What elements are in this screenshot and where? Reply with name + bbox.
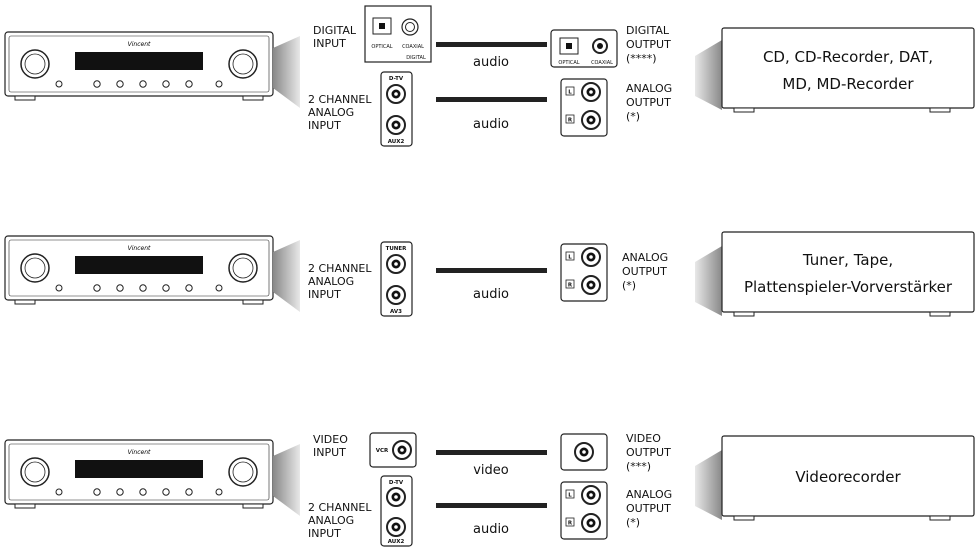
- svg-text:D-TV: D-TV: [389, 76, 404, 82]
- input-label: DIGITAL INPUT: [313, 24, 360, 50]
- amp-brand-label: Vincent: [128, 245, 151, 252]
- input-label: 2 CHANNEL ANALOG INPUT: [308, 262, 375, 301]
- video-input-panel: VCR: [369, 432, 417, 468]
- svg-text:AUX2: AUX2: [388, 139, 405, 145]
- svg-text:OPTICAL: OPTICAL: [558, 60, 579, 66]
- svg-text:AUX2: AUX2: [388, 539, 405, 545]
- coaxial-jack-icon: [592, 38, 608, 54]
- audio-cable: [436, 503, 547, 508]
- svg-text:R: R: [568, 118, 573, 124]
- svg-text:TUNER: TUNER: [386, 246, 408, 252]
- svg-text:COAXIAL: COAXIAL: [591, 60, 613, 66]
- display-panel: [75, 52, 203, 70]
- output-label: DIGITAL OUTPUT (****): [626, 24, 674, 65]
- source-device: Videorecorder: [721, 435, 975, 521]
- input-label: 2 CHANNEL ANALOG INPUT: [308, 93, 375, 132]
- connection-beam: [273, 444, 300, 516]
- amp-brand-label: Vincent: [128, 449, 151, 456]
- analog-output-panel: L R: [560, 78, 608, 137]
- analog-input-panel: D-TV AUX2: [380, 475, 413, 547]
- input-label: VIDEO INPUT: [313, 433, 351, 459]
- display-panel: [75, 460, 203, 478]
- cable-label: video: [473, 463, 509, 478]
- connection-beam: [273, 240, 300, 312]
- source-device: CD, CD-Recorder, DAT, MD, MD-Recorder: [721, 27, 975, 113]
- output-label: ANALOG OUTPUT (*): [626, 82, 676, 123]
- connection-beam: [695, 40, 722, 110]
- row-2: Vincent 2 CHANNEL ANALOG INPUT TUNER A: [4, 231, 975, 317]
- cable-label: audio: [473, 522, 509, 537]
- amplifier: Vincent: [4, 235, 274, 305]
- svg-text:R: R: [568, 283, 573, 289]
- analog-output-panel: L R: [560, 481, 608, 540]
- output-label: VIDEO OUTPUT (***): [626, 432, 674, 473]
- cable-label: audio: [473, 55, 509, 70]
- analog-input-panel: D-TV AUX2: [380, 71, 413, 147]
- connection-beam: [695, 246, 722, 316]
- svg-text:R: R: [568, 521, 573, 527]
- device-name: Plattenspieler-Vorverstärker: [744, 278, 953, 296]
- svg-text:D-TV: D-TV: [389, 480, 404, 486]
- digital-input-panel: OPTICAL COAXIAL DIGITAL: [364, 5, 432, 63]
- amplifier: Vincent: [4, 31, 274, 101]
- row-3: Vincent VIDEO INPUT 2 CHANNEL ANALOG INP…: [4, 432, 975, 547]
- row-1: Vincent DIGITAL INPUT 2 CHANNEL ANALOG I…: [4, 5, 975, 147]
- amp-brand-label: Vincent: [128, 41, 151, 48]
- coaxial-jack-icon: [401, 18, 419, 36]
- svg-text:COAXIAL: COAXIAL: [402, 44, 424, 50]
- video-cable: [436, 450, 547, 455]
- svg-text:L: L: [568, 493, 572, 499]
- connection-beam: [273, 36, 300, 108]
- svg-text:L: L: [568, 90, 572, 96]
- analog-output-panel: L R: [560, 243, 608, 302]
- cable-label: audio: [473, 287, 509, 302]
- optical-jack-icon: [566, 43, 572, 49]
- optical-jack-icon: [379, 23, 385, 29]
- analog-input-panel: TUNER AV3: [380, 241, 413, 317]
- audio-cable: [436, 97, 547, 102]
- output-label: ANALOG OUTPUT (*): [626, 488, 676, 529]
- audio-cable: [436, 268, 547, 273]
- cable-label: audio: [473, 117, 509, 132]
- amplifier: Vincent: [4, 439, 274, 509]
- video-output-panel: [560, 433, 608, 471]
- digital-output-panel: OPTICAL COAXIAL: [550, 29, 618, 68]
- svg-text:VCR: VCR: [376, 448, 389, 454]
- device-name: MD, MD-Recorder: [782, 75, 914, 93]
- audio-cable: [436, 42, 547, 47]
- svg-text:DIGITAL: DIGITAL: [406, 55, 426, 61]
- display-panel: [75, 256, 203, 274]
- source-device: Tuner, Tape, Plattenspieler-Vorverstärke…: [721, 231, 975, 317]
- output-label: ANALOG OUTPUT (*): [622, 251, 672, 292]
- svg-text:OPTICAL: OPTICAL: [371, 44, 392, 50]
- device-name: Tuner, Tape,: [802, 251, 893, 269]
- svg-text:L: L: [568, 255, 572, 261]
- input-label: 2 CHANNEL ANALOG INPUT: [308, 501, 375, 540]
- device-name: Videorecorder: [795, 468, 901, 486]
- svg-text:AV3: AV3: [390, 309, 402, 315]
- device-name: CD, CD-Recorder, DAT,: [763, 48, 933, 66]
- connection-beam: [695, 450, 722, 520]
